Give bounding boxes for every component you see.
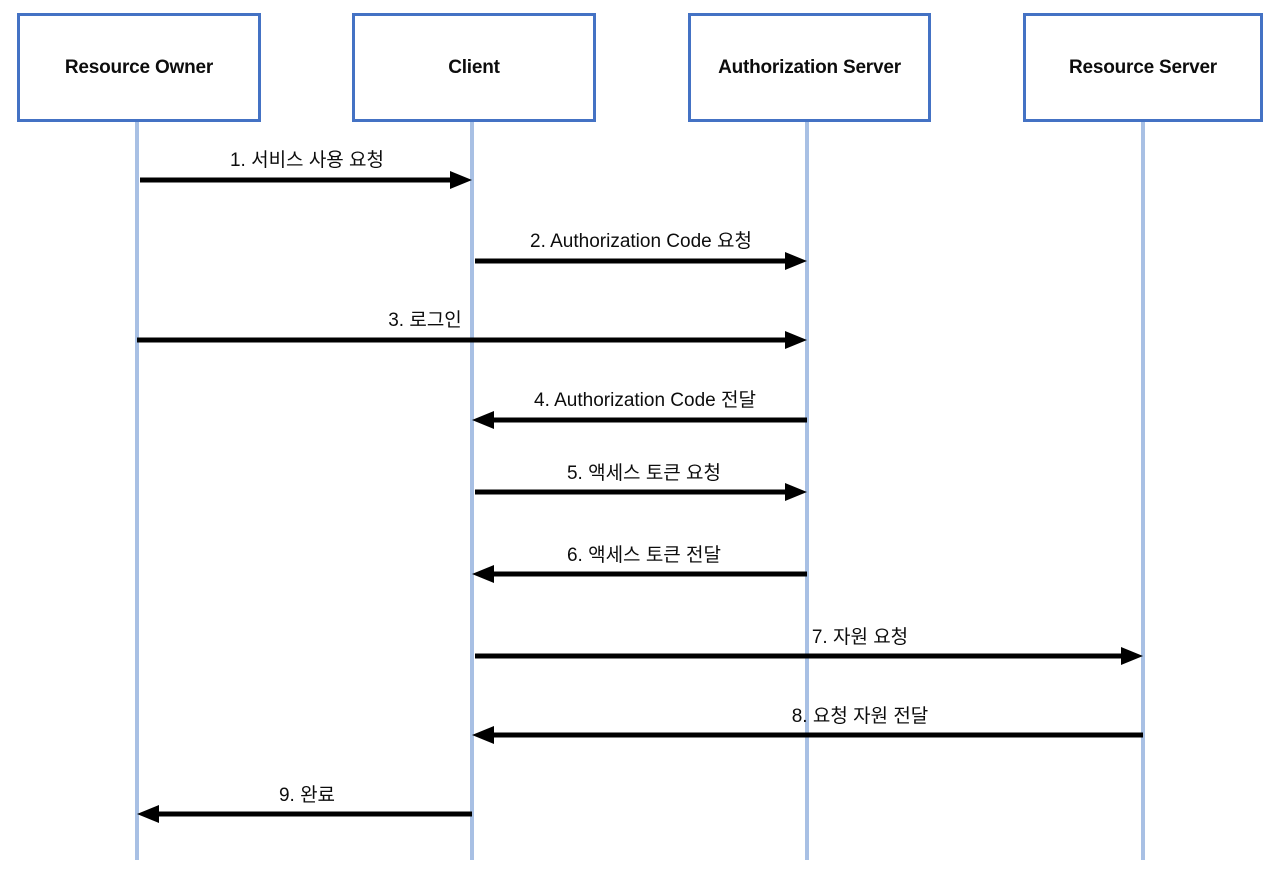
lifeline-client (470, 122, 474, 860)
message-label-9: 9. 완료 (278, 785, 336, 806)
actor-box-resource-server[interactable]: Resource Server (1023, 13, 1263, 122)
actor-box-resource-owner[interactable]: Resource Owner (17, 13, 261, 122)
message-label-6: 6. 액세스 토큰 전달 (566, 545, 722, 566)
actor-label-client: Client (448, 56, 500, 78)
message-arrow-3 (137, 327, 807, 353)
actor-label-resource-owner: Resource Owner (64, 56, 214, 78)
actor-label-authorization-server: Authorization Server (718, 56, 901, 78)
message-arrow-7 (475, 643, 1143, 669)
message-arrow-8 (472, 722, 1143, 748)
lifeline-authorization-server (805, 122, 809, 860)
lifeline-resource-owner (135, 122, 139, 860)
message-arrow-5 (475, 479, 807, 505)
message-label-4: 4. Authorization Code 전달 (534, 390, 756, 411)
message-arrow-9 (137, 801, 472, 827)
message-label-1: 1. 서비스 사용 요청 (229, 150, 385, 171)
actor-box-authorization-server[interactable]: Authorization Server (688, 13, 931, 122)
lifeline-resource-server (1141, 122, 1145, 860)
message-label-2: 2. Authorization Code 요청 (530, 231, 752, 252)
actor-box-client[interactable]: Client (352, 13, 596, 122)
message-arrow-6 (472, 561, 807, 587)
message-arrow-1 (140, 167, 472, 193)
message-label-5: 5. 액세스 토큰 요청 (566, 463, 722, 484)
message-label-3: 3. 로그인 (388, 310, 462, 331)
message-arrow-4 (472, 407, 807, 433)
message-arrow-2 (475, 248, 807, 274)
actor-label-resource-server: Resource Server (1068, 56, 1218, 78)
message-label-7: 7. 자원 요청 (811, 627, 909, 648)
message-label-8: 8. 요청 자원 전달 (791, 706, 929, 727)
